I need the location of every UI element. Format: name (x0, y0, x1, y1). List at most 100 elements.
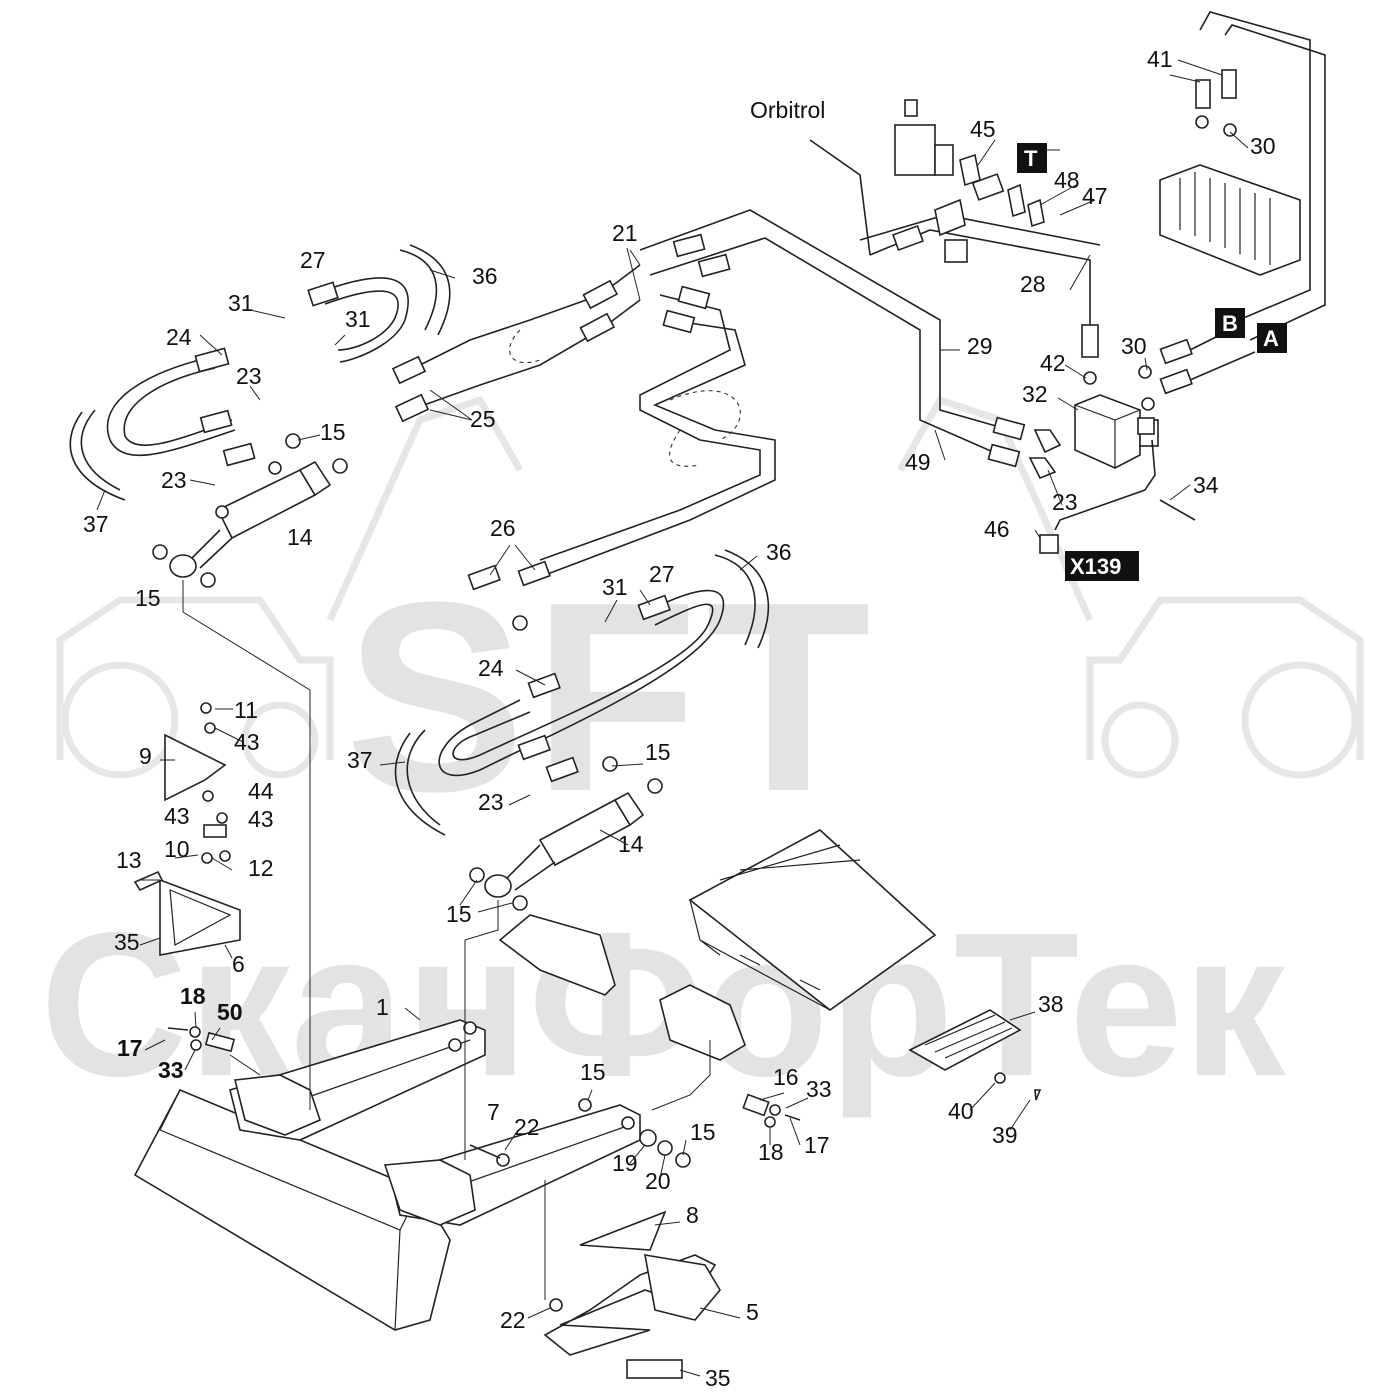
watermark-logo: SFT (345, 547, 879, 848)
label-37a: 37 (83, 511, 109, 537)
spiral-guard-37-lower (394, 729, 446, 836)
hardware (133, 702, 801, 1312)
left-hose-loop (106, 277, 409, 467)
tag-A-text: A (1263, 326, 1279, 351)
label-43b: 43 (164, 803, 190, 829)
label-18a: 18 (180, 983, 206, 1009)
label-11: 11 (234, 697, 258, 723)
label-15b: 15 (135, 585, 161, 611)
watermark-tractor-right (896, 395, 1364, 779)
label-22b: 22 (500, 1307, 526, 1333)
label-36a: 36 (472, 263, 498, 289)
step-assembly-5 (543, 1210, 721, 1379)
label-31c: 31 (602, 574, 628, 600)
label-29: 29 (967, 333, 993, 359)
bracket-6 (159, 733, 241, 956)
label-14b: 14 (618, 831, 644, 857)
label-27b: 27 (649, 561, 675, 587)
tag-X139: X139 (1065, 551, 1139, 581)
label-41: 41 (1147, 46, 1173, 72)
label-46: 46 (984, 516, 1010, 542)
tag-T: T (1017, 143, 1060, 173)
label-15a: 15 (320, 419, 346, 445)
label-7: 7 (487, 1099, 500, 1125)
label-42: 42 (1040, 350, 1066, 376)
tag-T-text: T (1024, 146, 1038, 171)
label-17a: 17 (117, 1035, 143, 1061)
label-17b: 17 (804, 1132, 830, 1158)
label-43c: 43 (248, 806, 274, 832)
label-20: 20 (645, 1168, 671, 1194)
label-9: 9 (139, 743, 152, 769)
label-33b: 33 (806, 1076, 832, 1102)
label-15e: 15 (580, 1059, 606, 1085)
label-22a: 22 (514, 1114, 540, 1140)
part-labels: Orbitrol 1 5 6 7 8 9 10 11 12 13 14 14 1… (83, 46, 1276, 1391)
label-35a: 35 (114, 929, 140, 955)
watermark-tractor-left (56, 395, 524, 779)
label-15c: 15 (645, 739, 671, 765)
leader-lines (182, 580, 711, 1300)
label-15f: 15 (690, 1119, 716, 1145)
label-16: 16 (773, 1064, 799, 1090)
label-28: 28 (1020, 271, 1046, 297)
control-valve (1159, 11, 1326, 341)
floor-panel (688, 829, 937, 1011)
hose-route-28-29-49 (539, 139, 1101, 576)
label-15d: 15 (446, 901, 472, 927)
label-23b: 23 (161, 467, 187, 493)
label-23a: 23 (236, 363, 262, 389)
frame-bracket (498, 914, 746, 1061)
label-30a: 30 (1250, 133, 1276, 159)
label-40: 40 (948, 1098, 974, 1124)
hose-25 (391, 264, 641, 423)
label-33a: 33 (158, 1057, 184, 1083)
orbitrol-fittings (892, 99, 1045, 263)
center-hose-loop (438, 560, 725, 783)
spiral-guard-36-upper (399, 244, 451, 336)
tag-X139-text: X139 (1070, 554, 1121, 579)
tag-B: B (1215, 308, 1245, 338)
label-13: 13 (116, 847, 142, 873)
label-49: 49 (905, 449, 931, 475)
label-orbitrol: Orbitrol (750, 97, 825, 123)
label-31a: 31 (228, 290, 254, 316)
label-24a: 24 (166, 324, 192, 350)
cylinder-14-lower (469, 615, 663, 911)
label-1: 1 (376, 994, 389, 1020)
label-38: 38 (1038, 991, 1064, 1017)
label-34: 34 (1193, 472, 1219, 498)
tag-A: A (1257, 323, 1287, 353)
label-5: 5 (746, 1299, 759, 1325)
label-23d: 23 (1052, 489, 1078, 515)
label-8: 8 (686, 1202, 699, 1228)
label-35b: 35 (705, 1365, 731, 1391)
label-44: 44 (248, 778, 274, 804)
label-6: 6 (232, 951, 245, 977)
label-26: 26 (490, 515, 516, 541)
label-47: 47 (1082, 183, 1108, 209)
label-48: 48 (1054, 167, 1080, 193)
tag-B-text: B (1222, 311, 1238, 336)
label-39: 39 (992, 1122, 1018, 1148)
label-19: 19 (612, 1150, 638, 1176)
label-43a: 43 (234, 729, 260, 755)
label-45: 45 (970, 116, 996, 142)
label-30b: 30 (1121, 333, 1147, 359)
label-14a: 14 (287, 524, 313, 550)
label-27a: 27 (300, 247, 326, 273)
label-25: 25 (470, 406, 496, 432)
label-24b: 24 (478, 655, 504, 681)
label-18b: 18 (758, 1139, 784, 1165)
label-36b: 36 (766, 539, 792, 565)
label-32: 32 (1022, 381, 1048, 407)
label-12: 12 (248, 855, 274, 881)
push-arm-1 (229, 1019, 486, 1141)
spiral-guard-37-upper (69, 409, 126, 501)
label-21: 21 (612, 220, 638, 246)
label-31b: 31 (345, 306, 371, 332)
push-arm-2 (383, 1104, 641, 1226)
label-50: 50 (217, 999, 243, 1025)
step-plate-38 (908, 1009, 1042, 1101)
